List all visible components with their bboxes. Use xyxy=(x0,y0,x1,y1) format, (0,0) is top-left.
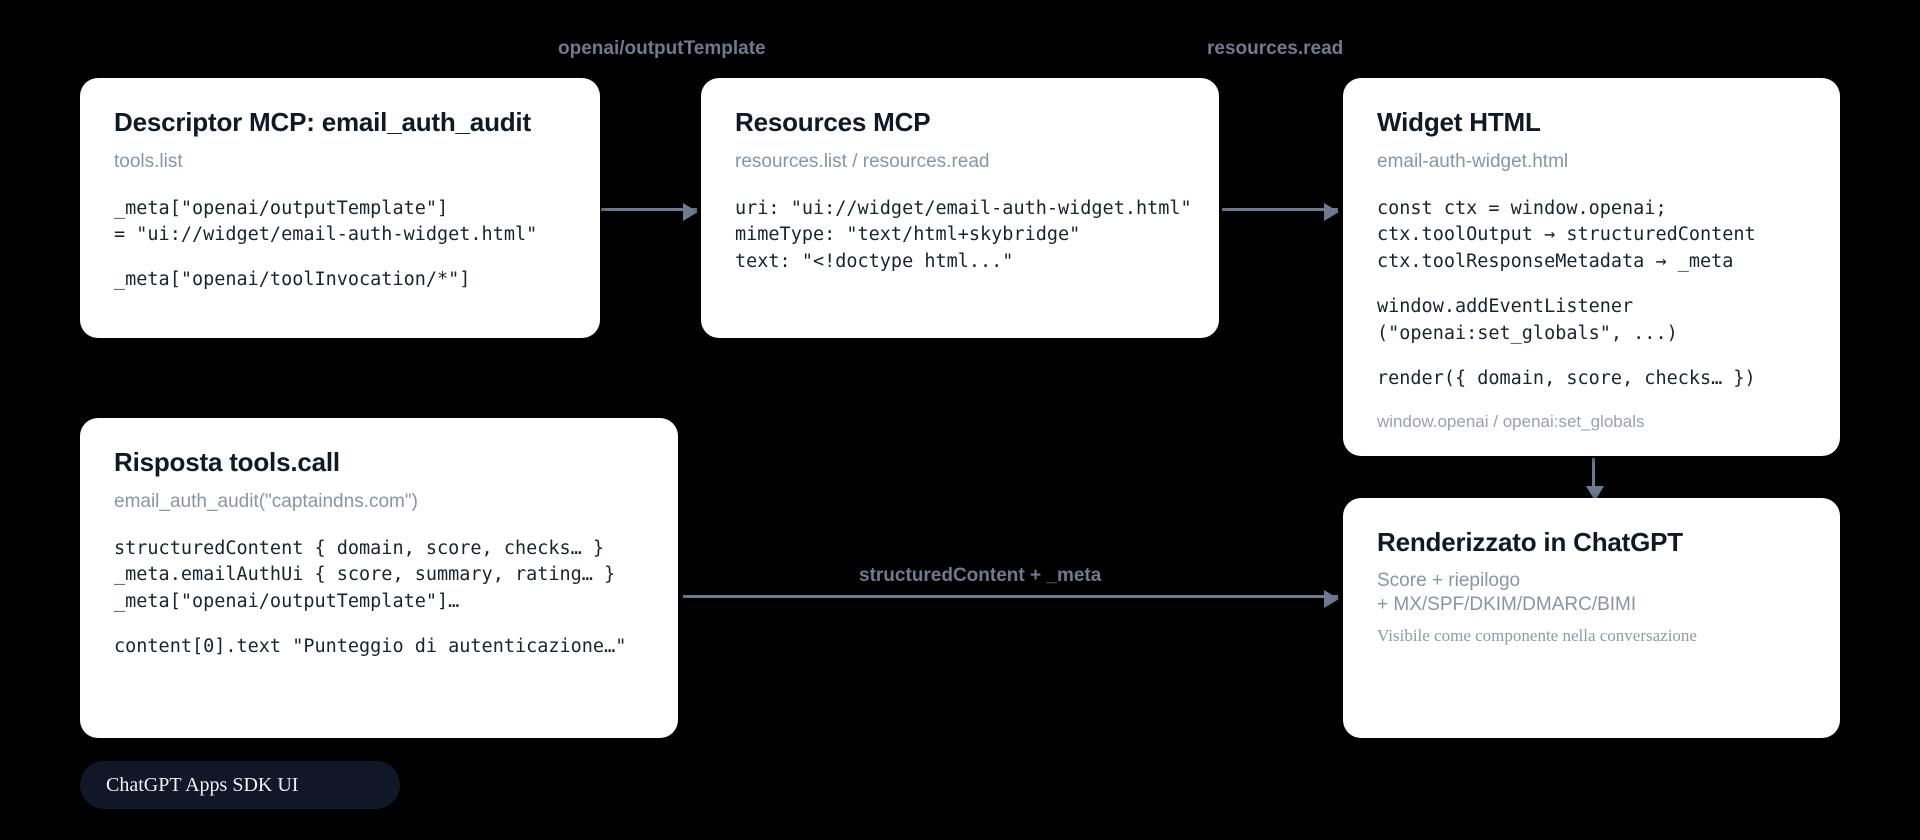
card-resources-code-line-3: text: "<!doctype html..." xyxy=(735,251,1014,273)
card-rendered-note: Visibile come componente nella conversaz… xyxy=(1377,626,1697,646)
card-widget-code-line-6: render({ domain, score, checks… }) xyxy=(1377,367,1756,389)
card-rendered-line-1: Score + riepilogo xyxy=(1377,569,1521,591)
sdk-badge-label: ChatGPT Apps SDK UI xyxy=(106,773,299,796)
card-descriptor-code-line-3: _meta["openai/toolInvocation/*"] xyxy=(114,269,471,291)
card-widget-code-line-1: const ctx = window.openai; xyxy=(1377,197,1667,219)
card-widget-title: Widget HTML xyxy=(1377,107,1541,137)
card-resources-mcp[interactable]: Resources MCP resources.list / resources… xyxy=(701,78,1219,338)
card-rendered-title: Renderizzato in ChatGPT xyxy=(1377,527,1683,557)
card-widget-html[interactable]: Widget HTML email-auth-widget.html const… xyxy=(1343,78,1840,456)
card-rendered-in-chatgpt[interactable]: Renderizzato in ChatGPT Score + riepilog… xyxy=(1343,498,1840,738)
card-rendered-line-2: + MX/SPF/DKIM/DMARC/BIMI xyxy=(1377,593,1637,615)
arrow-label-resources-read: resources.read xyxy=(1207,38,1344,59)
card-tools-call-response[interactable]: Risposta tools.call email_auth_audit("ca… xyxy=(80,418,678,738)
card-response-code-line-2: _meta.emailAuthUi { score, summary, rati… xyxy=(114,564,616,586)
sdk-badge[interactable]: ChatGPT Apps SDK UI xyxy=(80,761,400,809)
card-widget-subtitle: email-auth-widget.html xyxy=(1377,150,1569,172)
card-descriptor-title: Descriptor MCP: email_auth_audit xyxy=(114,107,531,137)
card-response-code-line-1: structuredContent { domain, score, check… xyxy=(114,537,605,559)
card-resources-code-line-1: uri: "ui://widget/email-auth-widget.html… xyxy=(735,197,1192,219)
arrow-response-to-rendered xyxy=(683,590,1339,608)
card-resources-subtitle: resources.list / resources.read xyxy=(735,150,990,172)
card-response-subtitle: email_auth_audit("captaindns.com") xyxy=(114,490,418,512)
card-resources-title: Resources MCP xyxy=(735,107,931,137)
card-resources-code-line-2: mimeType: "text/html+skybridge" xyxy=(735,224,1081,246)
card-descriptor-subtitle: tools.list xyxy=(114,150,183,172)
card-widget-footer: window.openai / openai:set_globals xyxy=(1377,412,1645,431)
card-response-code-line-4: content[0].text "Punteggio di autenticaz… xyxy=(114,636,627,658)
arrow-descriptor-to-resources xyxy=(601,203,698,221)
card-descriptor-code-line-1: _meta["openai/outputTemplate"] xyxy=(114,197,449,219)
card-descriptor-mcp[interactable]: Descriptor MCP: email_auth_audit tools.l… xyxy=(80,78,600,338)
arrow-label-output-template: openai/outputTemplate xyxy=(558,38,766,59)
arrow-widget-to-rendered xyxy=(1586,458,1604,501)
card-response-code-line-3: _meta["openai/outputTemplate"]… xyxy=(114,591,460,613)
card-descriptor-code-line-2: = "ui://widget/email-auth-widget.html" xyxy=(114,224,538,246)
card-widget-code-line-4: window.addEventListener xyxy=(1377,296,1634,318)
card-widget-code-line-3: ctx.toolResponseMetadata → _meta xyxy=(1377,251,1734,273)
arrow-resources-to-widget xyxy=(1222,203,1339,221)
card-response-title: Risposta tools.call xyxy=(114,447,340,477)
card-widget-code-line-5: ("openai:set_globals", ...) xyxy=(1377,322,1678,344)
arrow-label-structured-content: structuredContent + _meta xyxy=(859,565,1102,586)
card-widget-code-line-2: ctx.toolOutput → structuredContent xyxy=(1377,224,1756,246)
